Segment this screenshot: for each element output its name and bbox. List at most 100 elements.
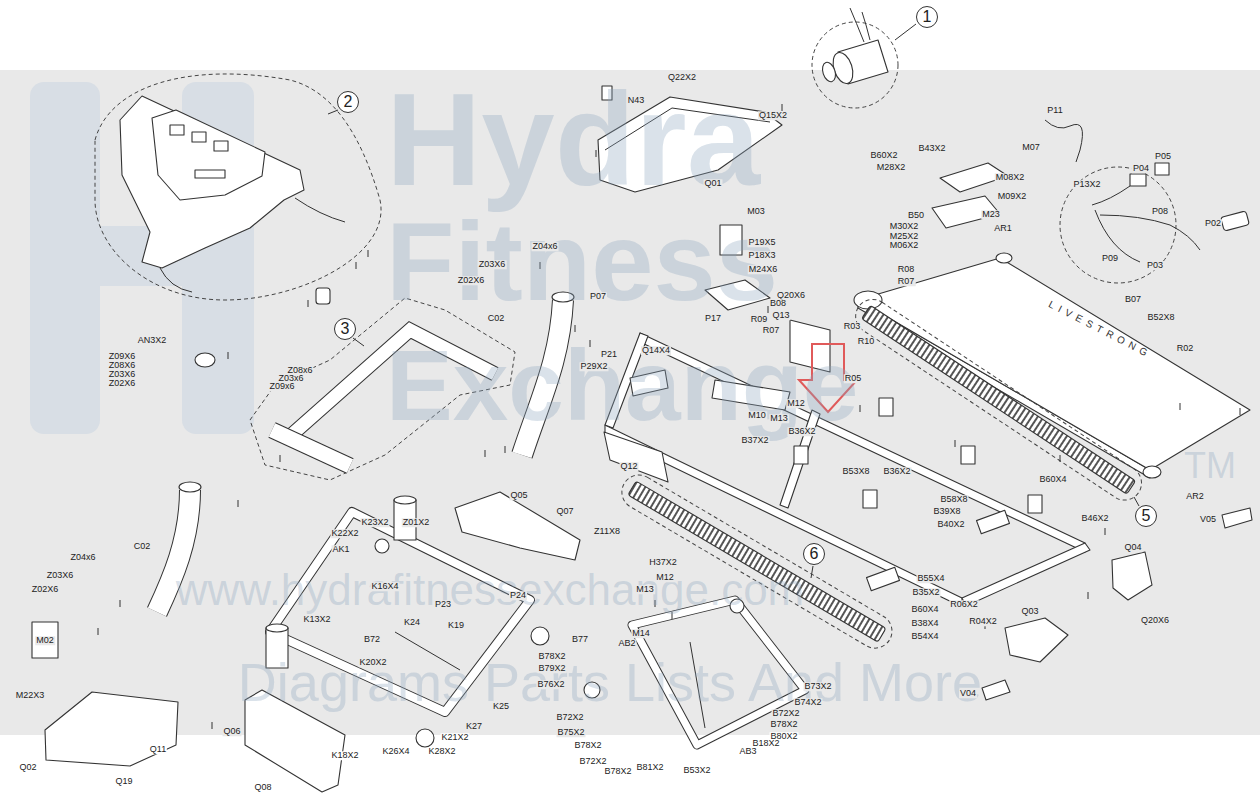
motor-wire xyxy=(850,8,870,42)
part-label: B52X8 xyxy=(1146,313,1175,322)
watermark: TM xyxy=(1183,447,1237,485)
part-label: R06X2 xyxy=(949,600,979,609)
part-label: Z02X6 xyxy=(108,379,137,388)
part-label: R05 xyxy=(844,374,863,383)
part-label: B53X2 xyxy=(682,766,711,775)
part-label: B78X2 xyxy=(537,652,566,661)
part-label: P02 xyxy=(1204,219,1222,228)
post-top xyxy=(266,624,288,632)
part-label: C02 xyxy=(487,314,506,323)
part-label: B43X2 xyxy=(917,144,946,153)
group-outline xyxy=(812,22,898,108)
part-label: B74X2 xyxy=(793,698,822,707)
part-label: M10 xyxy=(747,411,767,420)
callout-number: 6 xyxy=(803,543,825,565)
side-rail xyxy=(862,305,1136,494)
label-tag xyxy=(1222,508,1252,528)
part-label: B72X2 xyxy=(771,709,800,718)
part-label: C02 xyxy=(133,542,152,551)
part-label: AR2 xyxy=(1185,492,1205,501)
isolator xyxy=(1028,495,1042,513)
part-label: P11 xyxy=(1046,106,1063,115)
part-label: M28X2 xyxy=(876,163,907,172)
part-label: Z04x6 xyxy=(69,553,96,562)
frame-rail xyxy=(962,543,1090,606)
part-label: B07 xyxy=(1124,295,1142,304)
callout-text: 3 xyxy=(341,321,350,337)
console-wire xyxy=(160,198,345,292)
callout-text: 5 xyxy=(1142,508,1151,524)
part-label: M08X2 xyxy=(995,173,1026,182)
part-label: P03 xyxy=(1146,261,1164,270)
part-label: AB2 xyxy=(617,639,636,648)
grip-tube xyxy=(272,430,350,466)
end-cap xyxy=(1112,552,1152,600)
isolator xyxy=(794,446,808,464)
part-label: M02 xyxy=(35,636,55,645)
part-label: R04X2 xyxy=(968,617,998,626)
console-window xyxy=(214,141,228,151)
leader-line xyxy=(1134,497,1139,506)
part-label: B72X2 xyxy=(555,713,584,722)
part-label: Z11X8 xyxy=(593,527,621,536)
part-label: P19X5 xyxy=(747,238,776,247)
part-label: P23 xyxy=(434,600,452,609)
wire xyxy=(1092,186,1200,262)
part-label: Q04 xyxy=(1123,543,1142,552)
callout-number: 2 xyxy=(337,91,359,113)
part-label: P07 xyxy=(589,292,607,301)
wheel xyxy=(531,627,549,645)
part-label: K16X4 xyxy=(370,582,399,591)
part-label: Z04x6 xyxy=(531,242,558,251)
isolator xyxy=(879,398,893,416)
part-label: B78X2 xyxy=(603,767,632,776)
part-label: B60X4 xyxy=(1038,475,1067,484)
part-label: V05 xyxy=(1199,515,1217,524)
part-label: K13X2 xyxy=(302,615,331,624)
part-label: B35X2 xyxy=(911,588,940,597)
part-label: B73X2 xyxy=(803,682,832,691)
callout-text: 1 xyxy=(923,9,932,25)
part-label: K22X2 xyxy=(330,529,359,538)
part-label: Q02 xyxy=(18,763,37,772)
part-label: Z03X6 xyxy=(46,571,75,580)
part-label: M06X2 xyxy=(889,241,920,250)
leader-line xyxy=(353,338,364,346)
end-bracket xyxy=(977,510,1010,533)
part-label: Z03X6 xyxy=(478,260,507,269)
part-label: M03 xyxy=(746,207,766,216)
motor-pulley xyxy=(820,61,838,84)
part-label: R09 xyxy=(750,315,769,324)
part-label: B60X2 xyxy=(869,151,898,160)
roller xyxy=(996,253,1012,263)
part-label: K28X2 xyxy=(427,747,456,756)
part-label: B78X2 xyxy=(573,741,602,750)
part-label: Q20X6 xyxy=(1140,616,1170,625)
watermark: Fitness xyxy=(385,203,779,321)
part-label: AB3 xyxy=(738,747,757,756)
part-label: Q14X4 xyxy=(641,346,671,355)
part-label: B36X2 xyxy=(787,427,816,436)
grip-tube xyxy=(272,430,350,466)
part-label: M13 xyxy=(769,414,789,423)
part-label: B72 xyxy=(363,635,381,644)
watermark-logo xyxy=(30,82,100,434)
part-label: M30X2 xyxy=(889,222,920,231)
part-label: B53X8 xyxy=(841,467,870,476)
part-label: R07 xyxy=(897,277,916,286)
part-label: P13X2 xyxy=(1072,180,1101,189)
connector xyxy=(1155,163,1169,175)
part-label: R08 xyxy=(897,265,916,274)
group-outline xyxy=(1060,167,1176,283)
part-label: B54X4 xyxy=(910,632,939,641)
part-label: M12 xyxy=(786,399,806,408)
console-window xyxy=(170,125,184,135)
part-label: B08 xyxy=(769,299,787,308)
part-label: K19 xyxy=(447,621,465,630)
part-label: Q03 xyxy=(1020,607,1039,616)
part-label: M22X3 xyxy=(15,691,46,700)
part-label: P17 xyxy=(704,314,722,323)
part-label: B75X2 xyxy=(556,728,585,737)
connector xyxy=(1130,174,1146,186)
